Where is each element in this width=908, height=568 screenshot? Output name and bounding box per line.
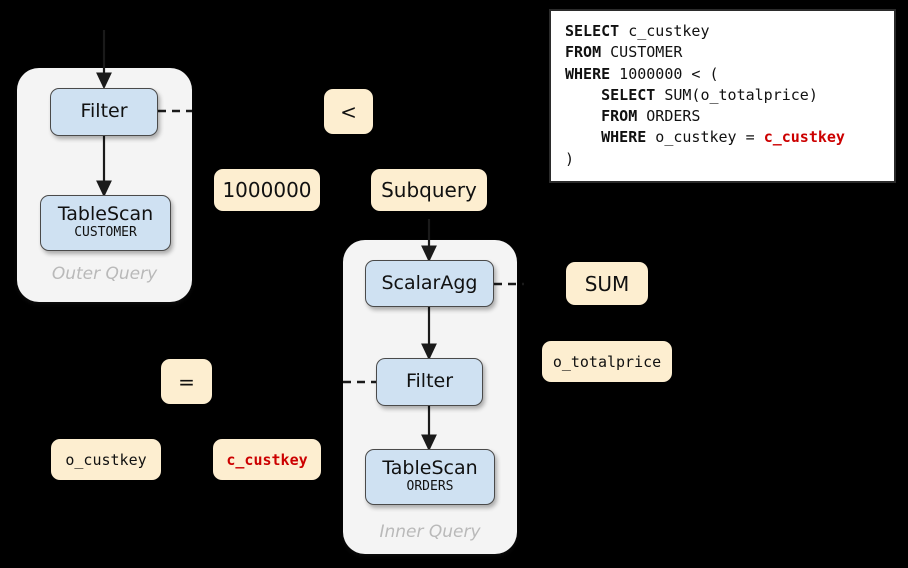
expression-node-o-custkey[interactable]: o_custkey xyxy=(51,439,161,480)
expression-label: c_custkey xyxy=(226,450,308,469)
operator-subtitle: CUSTOMER xyxy=(74,225,137,240)
expression-node-c-custkey[interactable]: c_custkey xyxy=(213,439,321,480)
expression-node-equals[interactable]: = xyxy=(161,359,212,404)
group-label-inner-query: Inner Query xyxy=(379,522,481,542)
sql-query-panel: SELECT c_custkey FROM CUSTOMER WHERE 100… xyxy=(549,9,896,183)
group-label-outer-query: Outer Query xyxy=(51,264,158,284)
operator-node-inner-tablescan[interactable]: TableScan ORDERS xyxy=(365,449,495,505)
expression-node-sum[interactable]: SUM xyxy=(566,262,648,305)
operator-node-outer-tablescan[interactable]: TableScan CUSTOMER xyxy=(40,195,171,251)
expression-label: 1000000 xyxy=(222,178,312,202)
expression-label: o_custkey xyxy=(65,450,147,469)
operator-node-inner-scalaragg[interactable]: ScalarAgg xyxy=(365,260,494,307)
expression-label: o_totalprice xyxy=(552,352,662,371)
sql-code-block: SELECT c_custkey FROM CUSTOMER WHERE 100… xyxy=(565,22,845,168)
operator-title: Filter xyxy=(80,100,128,123)
expression-node-less-than[interactable]: < xyxy=(324,89,373,134)
operator-title: TableScan xyxy=(382,457,478,480)
operator-title: TableScan xyxy=(57,203,154,226)
expression-node-o-totalprice[interactable]: o_totalprice xyxy=(542,341,672,382)
operator-title: Filter xyxy=(405,370,454,393)
expression-label: = xyxy=(178,369,195,394)
expression-label: < xyxy=(340,99,357,124)
operator-node-inner-filter[interactable]: Filter xyxy=(376,358,483,406)
operator-node-outer-filter[interactable]: Filter xyxy=(50,88,158,136)
operator-subtitle: ORDERS xyxy=(406,479,454,494)
operator-title: ScalarAgg xyxy=(381,271,478,294)
expression-node-subquery[interactable]: Subquery xyxy=(371,169,487,211)
expression-label: SUM xyxy=(584,271,630,296)
expression-node-literal-1000000[interactable]: 1000000 xyxy=(214,169,320,211)
expression-label: Subquery xyxy=(381,178,477,202)
